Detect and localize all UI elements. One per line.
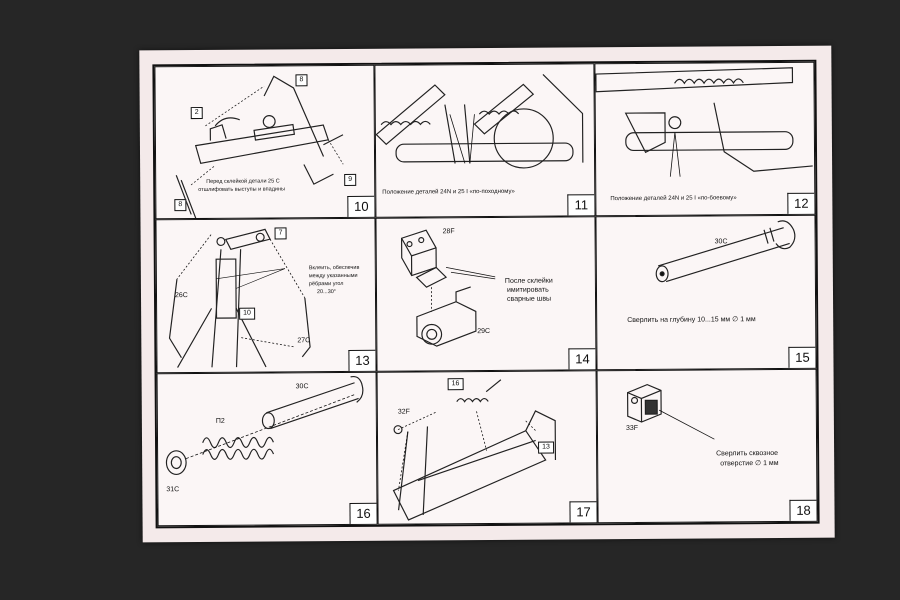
step-caption: отшлифовать выступы и впадины (198, 186, 285, 194)
instruction-sheet: 8 2 8 9 Перед склейкой детали 25 С отшли… (139, 45, 835, 543)
part-label: 8 (295, 74, 308, 87)
step-18-drawing (626, 383, 715, 440)
step-17-drawing (392, 378, 557, 521)
part-label: 27C (297, 337, 311, 345)
part-label: 9 (344, 173, 357, 186)
step-number: 17 (569, 501, 597, 523)
step-caption: сварные швы (507, 295, 552, 304)
step-number: 12 (787, 193, 815, 215)
step-caption: Перед склейкой детали 25 С (206, 178, 280, 185)
part-label: 30C (714, 238, 728, 246)
step-panel-10: 8 2 8 9 Перед склейкой детали 25 С отшли… (154, 64, 376, 220)
step-panel-11: Положение деталей 24N и 25 I «по-походно… (374, 63, 596, 219)
part-label: 29C (477, 328, 491, 336)
part-label: 16 (447, 377, 464, 390)
part-label: П2 (215, 417, 225, 425)
step-panel-13: 7 26C 10 27C Вклеить, обеспечив между ук… (155, 218, 377, 373)
step-caption: Положение деталей 24N и 25 I «по-боевому… (610, 195, 737, 203)
step-number: 11 (567, 194, 595, 216)
step-11-drawing (375, 74, 584, 169)
step-caption: 20...30° (316, 289, 337, 296)
step-13-drawing (168, 229, 311, 369)
step-number: 18 (789, 499, 817, 521)
step-panel-12: Положение деталей 24N и 25 I «по-боевому… (594, 61, 816, 217)
part-label: 7 (274, 227, 287, 240)
step-caption: имитировать (506, 286, 549, 295)
part-label: 2 (190, 106, 203, 120)
step-caption: Положение деталей 24N и 25 I «по-походно… (382, 188, 515, 196)
step-caption: отверстие ∅ 1 мм (720, 459, 779, 468)
step-panel-15: 30C Сверлить на глубину 10...15 мм ∅ 1 м… (595, 215, 817, 370)
step-panel-17: 16 32F 13 17 (376, 369, 598, 525)
part-label: 33F (625, 424, 639, 432)
step-caption: После склейки (504, 277, 553, 286)
step-number: 15 (788, 346, 816, 368)
part-label: 31C (166, 485, 180, 493)
step-15-drawing (655, 220, 796, 283)
part-label: 28F (442, 228, 455, 236)
part-label: 32F (397, 408, 410, 416)
step-number: 16 (349, 502, 377, 524)
part-label: 8 (174, 199, 187, 212)
step-panel-18: 33F Сверлить сквозное отверстие ∅ 1 мм 1… (596, 368, 818, 524)
assembly-steps-grid: 8 2 8 9 Перед склейкой детали 25 С отшли… (152, 59, 820, 529)
step-14-drawing (401, 229, 496, 348)
step-caption: Сверлить на глубину 10...15 мм ∅ 1 мм (627, 316, 756, 325)
step-caption: между указанными (308, 273, 358, 280)
step-number: 10 (347, 196, 375, 218)
step-panel-14: 28F 29C После склейки имитировать сварны… (375, 216, 597, 372)
part-label: 30C (295, 382, 309, 390)
part-label: 10 (239, 307, 255, 321)
step-caption: Сверлить сквозное (716, 449, 779, 458)
step-number: 14 (568, 347, 596, 370)
step-number: 13 (348, 349, 376, 371)
step-caption: рёбрами угол (308, 281, 344, 288)
step-panel-16: 30C П2 31C 16 (156, 371, 378, 527)
part-label: 13 (538, 441, 554, 454)
step-caption: Вклеить, обеспечив (308, 265, 360, 272)
step-12-drawing (595, 67, 813, 177)
part-label: 26C (174, 292, 188, 300)
step-10-drawing (175, 75, 344, 219)
step-16-drawing (165, 375, 364, 475)
